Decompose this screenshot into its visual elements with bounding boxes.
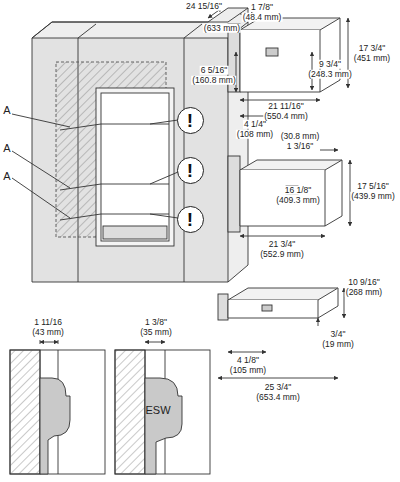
dimension-label: (550.4 mm) <box>263 112 308 121</box>
dimension-label: (633 mm) <box>203 24 241 33</box>
dimension-label: 10 9/16" <box>347 278 380 287</box>
dimension-label: 4 1/4" <box>243 120 267 129</box>
warning-mark: ! <box>187 161 193 180</box>
dimension-label: (248.3 mm) <box>307 70 352 79</box>
dimension-line <box>240 150 350 236</box>
dimension-label: 9 3/4" <box>318 60 342 69</box>
dimension-label: 1 7/8" <box>250 3 274 12</box>
dimension-label: 1 3/8" <box>144 318 168 327</box>
part-letter: A <box>2 143 11 154</box>
dimension-label: (30.8 mm) <box>280 132 321 141</box>
wine-drawer <box>228 156 342 232</box>
warning-circle: ! <box>177 206 204 233</box>
wine-shelf <box>228 18 340 92</box>
dimension-label: (653.4 mm) <box>255 393 300 402</box>
leader-line <box>12 114 178 218</box>
dimension-label: 1 11/16 <box>33 318 63 327</box>
dimension-label: 16 1/8" <box>284 186 313 195</box>
dimension-label: (43 mm) <box>31 328 65 337</box>
dimension-label: (409.3 mm) <box>275 196 320 205</box>
dimension-label: (48.4 mm) <box>242 13 283 22</box>
dimension-label: (439.9 mm) <box>350 192 395 201</box>
dimension-label: 21 3/4" <box>268 240 297 249</box>
dimension-label: (268 mm) <box>345 288 383 297</box>
dimension-label: (105 mm) <box>229 366 267 375</box>
dimension-label: (552.9 mm) <box>259 250 304 259</box>
plug-detail <box>10 340 105 474</box>
part-letter: A <box>2 171 11 182</box>
dimension-label: (19 mm) <box>321 340 355 349</box>
warning-mark: ! <box>187 210 193 229</box>
dimension-label: (160.8 mm) <box>191 76 236 85</box>
dimension-label: 24 15/16" <box>185 2 223 11</box>
dimension-label: 21 11/16" <box>267 102 304 111</box>
dimension-label: 17 5/16" <box>356 182 389 191</box>
dimension-label: 1 3/16" <box>286 142 315 151</box>
dimension-line <box>218 288 344 378</box>
dimension-label: 25 3/4" <box>264 383 293 392</box>
tall-cabinet <box>32 8 248 282</box>
plug-detail <box>115 342 210 474</box>
dimension-label: 17 3/4" <box>358 44 387 53</box>
warning-mark: ! <box>187 111 193 130</box>
warning-circle: ! <box>177 107 204 134</box>
warning-circle: ! <box>177 157 204 184</box>
dimension-label: 4 1/8" <box>236 356 260 365</box>
dimension-label: 6 5/16" <box>200 66 229 75</box>
dimension-label: (108 mm) <box>236 130 274 139</box>
dimension-line <box>236 14 348 116</box>
dimension-label: (451 mm) <box>353 54 391 63</box>
presentation-shelf <box>218 288 338 320</box>
dimension-label: 3/4" <box>330 330 347 339</box>
dimension-label: ESW <box>144 405 171 416</box>
part-letter: A <box>2 105 11 116</box>
dimension-label: (35 mm) <box>139 328 173 337</box>
